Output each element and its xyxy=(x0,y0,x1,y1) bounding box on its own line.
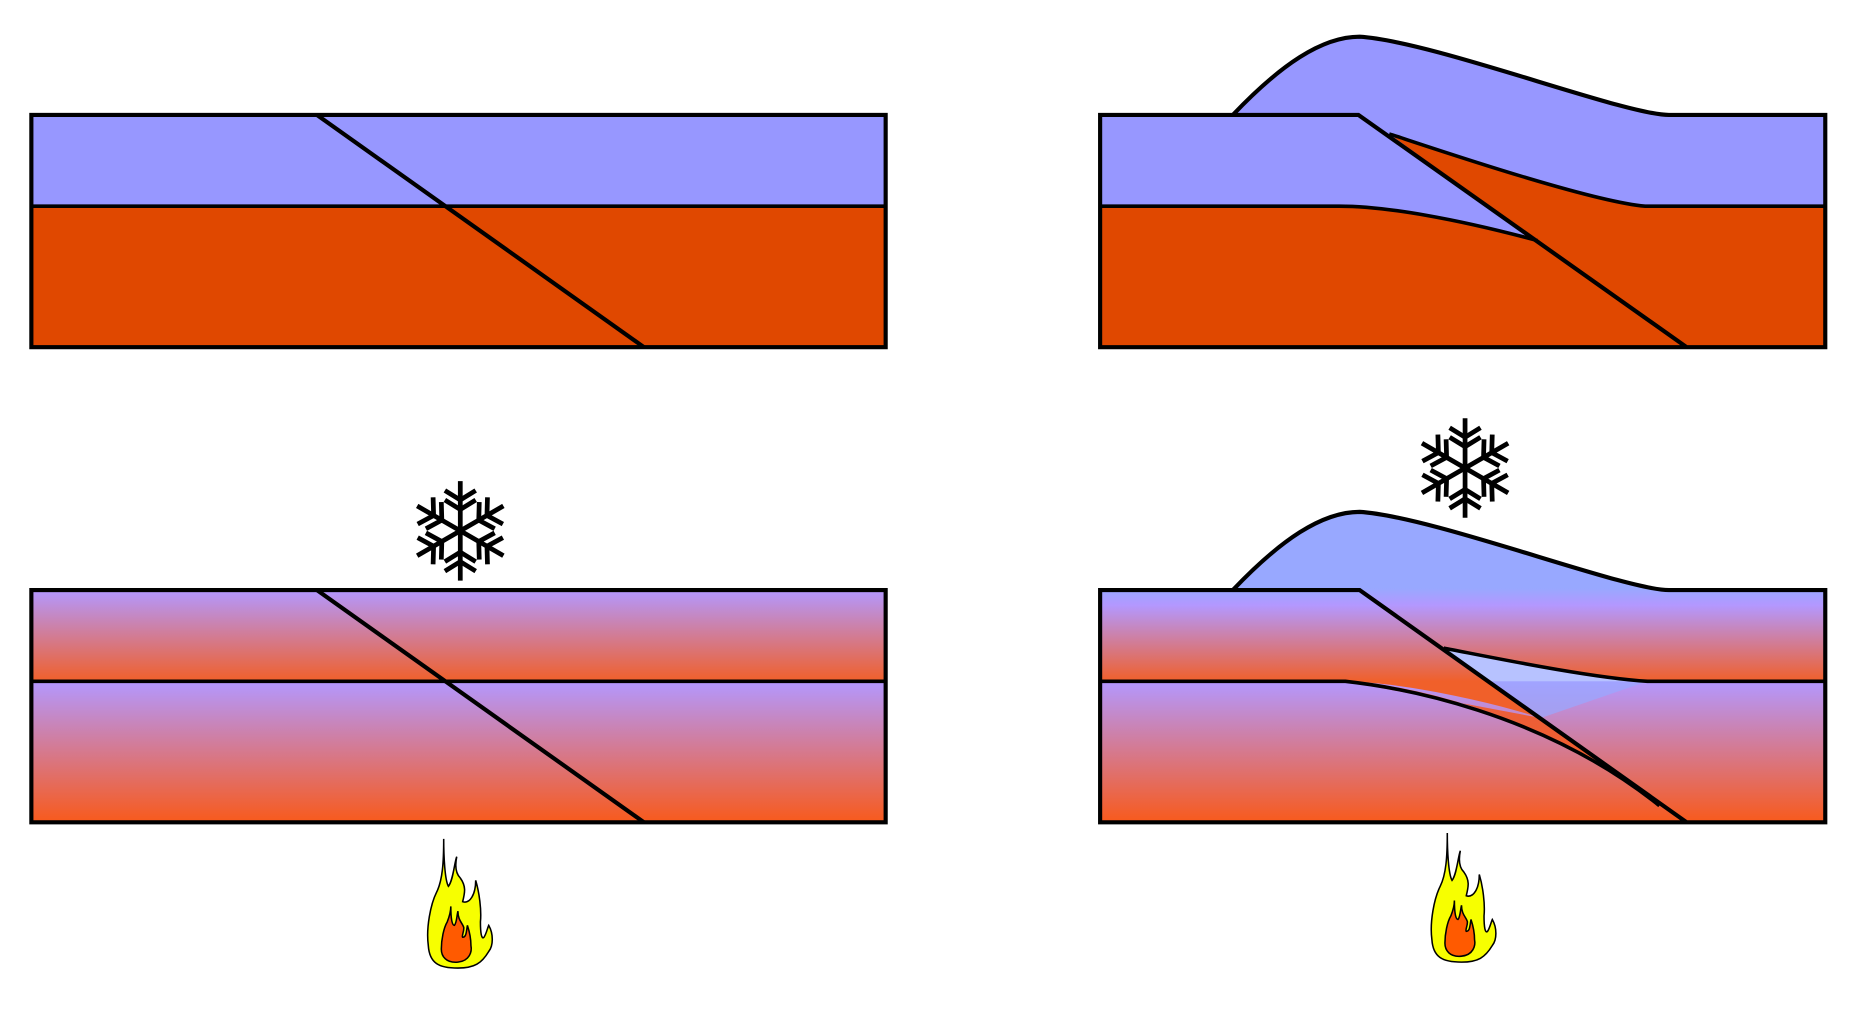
panel-initial-thermal xyxy=(29,481,888,969)
fault-line xyxy=(315,588,646,824)
snowflake-icon xyxy=(409,481,511,581)
fault-line xyxy=(315,113,646,349)
panel-initial xyxy=(29,112,888,350)
flame-icon xyxy=(426,838,494,969)
upper-layer xyxy=(31,114,886,207)
lower-layer xyxy=(31,206,886,348)
panel-thrust-thermal xyxy=(1098,418,1828,963)
upper-layer-thrust xyxy=(1100,36,1826,241)
panel-thrust xyxy=(1098,34,1828,350)
flame-icon xyxy=(1430,832,1497,963)
snowflake-icon xyxy=(1414,418,1516,518)
